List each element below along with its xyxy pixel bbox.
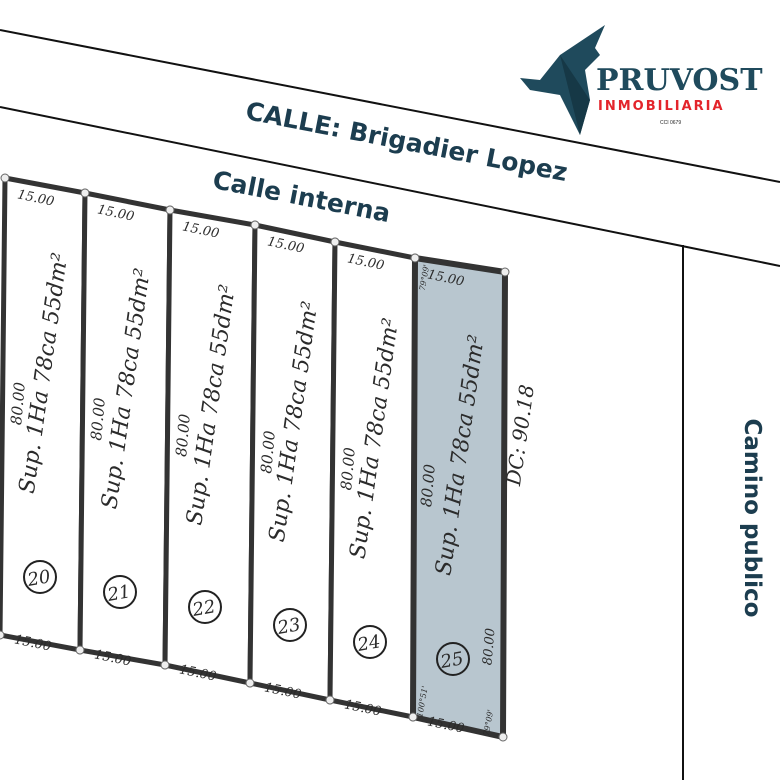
- lot-side-dimension: 80.00: [337, 446, 359, 491]
- corner-marker: [408, 712, 418, 722]
- street-boundary-line: [0, 29, 780, 183]
- corner-marker: [75, 645, 85, 655]
- lot-number-circle: [188, 590, 222, 624]
- corner-marker: [498, 732, 508, 742]
- corner-marker: [80, 188, 90, 198]
- corner-marker: [160, 660, 170, 670]
- lot-side-dimension: 80.00: [417, 463, 439, 508]
- lot-side-dimension: 80.00: [257, 429, 279, 474]
- internal-street-label: Calle interna: [210, 165, 393, 228]
- corner-marker: [0, 173, 10, 183]
- lot-number: 22: [190, 596, 217, 621]
- lot-number: 21: [105, 581, 132, 606]
- lot-side-dimension: 80.00: [7, 381, 29, 426]
- corner-marker: [500, 267, 510, 277]
- corner-marker: [165, 205, 175, 215]
- corner-marker: [250, 220, 260, 230]
- lot-number-circle: [273, 608, 307, 642]
- internal-street-line: [0, 106, 780, 267]
- lot-side-dimension: 80.00: [87, 396, 109, 441]
- bird-logo-icon: [520, 25, 605, 135]
- lot-number: 20: [25, 566, 52, 591]
- lot-number: 23: [275, 614, 302, 639]
- pruvost-logo: PRUVOST INMOBILIARIA CCI 0679: [520, 25, 763, 135]
- public-road-label: Camino publico: [739, 419, 765, 618]
- lot-side2-dimension: 80.00: [480, 628, 498, 666]
- logo-subtitle: INMOBILIARIA: [598, 99, 725, 114]
- lot-number-circle: [23, 560, 57, 594]
- logo-name: PRUVOST: [596, 63, 763, 98]
- lot-number: 24: [355, 631, 382, 656]
- lot-number-circle: [436, 642, 470, 676]
- corner-marker: [330, 237, 340, 247]
- corner-marker: [0, 630, 5, 640]
- lot-number: 25: [438, 648, 465, 673]
- lot-side-dimension: 80.00: [172, 413, 194, 458]
- lot-number-circle: [103, 575, 137, 609]
- corner-marker: [410, 253, 420, 263]
- lot-number-circle: [353, 625, 387, 659]
- corner-marker: [325, 695, 335, 705]
- corner-marker: [245, 678, 255, 688]
- logo-license: CCI 0679: [660, 120, 681, 126]
